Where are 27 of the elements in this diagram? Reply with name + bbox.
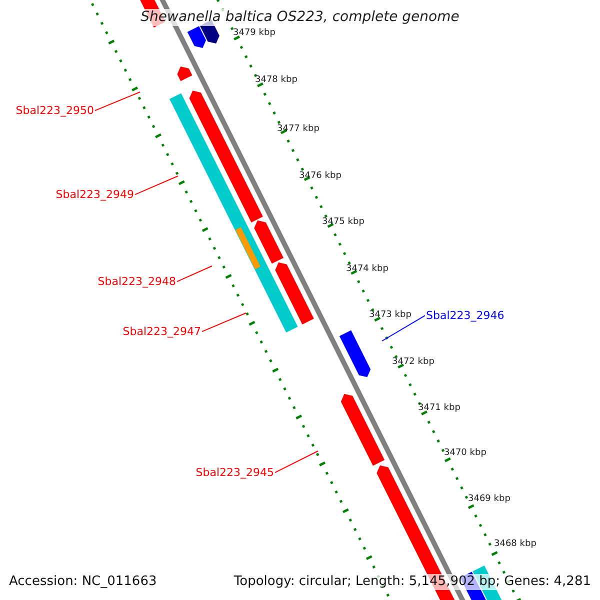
tick-label: 3470 kbp [444,448,486,459]
tick-label: 3477 kbp [277,124,320,135]
gene-label: Sbal223_2947 [122,325,201,338]
tick-label: 3473 kbp [369,310,412,321]
tick-label: 3469 kbp [468,494,510,505]
leader-line [94,92,140,112]
tick-label: 3468 kbp [494,539,536,550]
accession-text: Accession: NC_011663 [9,574,157,590]
leader-line [382,315,426,342]
leader-line [134,176,178,196]
tick-label: 3479 kbp [233,28,276,39]
gene-label: Sbal223_2945 [196,466,274,480]
tick-label: 3472 kbp [392,357,434,368]
tick-label: 3478 kbp [255,75,298,86]
tick-label: 3474 kbp [346,264,388,275]
genome-title: Shewanella baltica OS223, complete genome [140,9,460,26]
tick-label: 3475 kbp [322,217,364,228]
gene-label: Sbal223_2950 [16,104,94,118]
gene-label: Sbal223_2948 [98,275,176,288]
gene-label: Sbal223_2949 [56,188,134,202]
genome-summary: Topology: circular; Length: 5,145,902 bp; Genes: 4,281 [234,574,591,590]
gene-label: Sbal223_2946 [426,309,504,322]
tick-label: 3476 kbp [299,171,342,182]
tick-label: 3471 kbp [418,403,460,414]
leader-line [202,312,246,332]
leader-line [176,266,212,282]
leader-line [274,450,318,474]
